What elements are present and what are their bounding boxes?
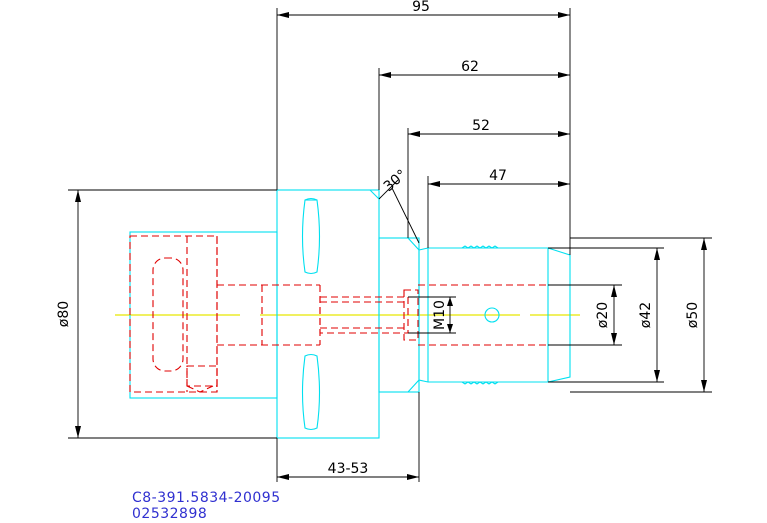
part-number: 02532898 [132, 506, 207, 522]
dim-overall-length: 95 [412, 0, 430, 15]
dim-length-52: 52 [472, 118, 490, 134]
dim-dia-50: ø50 [685, 302, 701, 328]
dim-length-62: 62 [461, 59, 479, 75]
arrowheads [75, 12, 707, 480]
dim-chamfer-angle: 30° [381, 167, 410, 195]
dim-thread-m10: M10 [432, 300, 448, 330]
drive-slot-bottom [301, 353, 321, 431]
hidden-lines [129, 235, 548, 393]
dim-length-47: 47 [489, 168, 507, 184]
part-code: C8-391.5834-20095 [132, 490, 281, 506]
dim-dia-42: ø42 [638, 302, 654, 328]
drive-slot-top [301, 197, 321, 275]
cross-hole [484, 307, 500, 323]
dimension-lines [68, 8, 712, 482]
dim-dia-20: ø20 [595, 302, 611, 328]
dim-range: 43-53 [328, 461, 369, 477]
dim-dia-80: ø80 [56, 301, 72, 327]
part-outline [129, 189, 571, 439]
flange-outline [276, 189, 380, 439]
part-code-block: C8-391.5834-20095 02532898 [132, 490, 281, 522]
